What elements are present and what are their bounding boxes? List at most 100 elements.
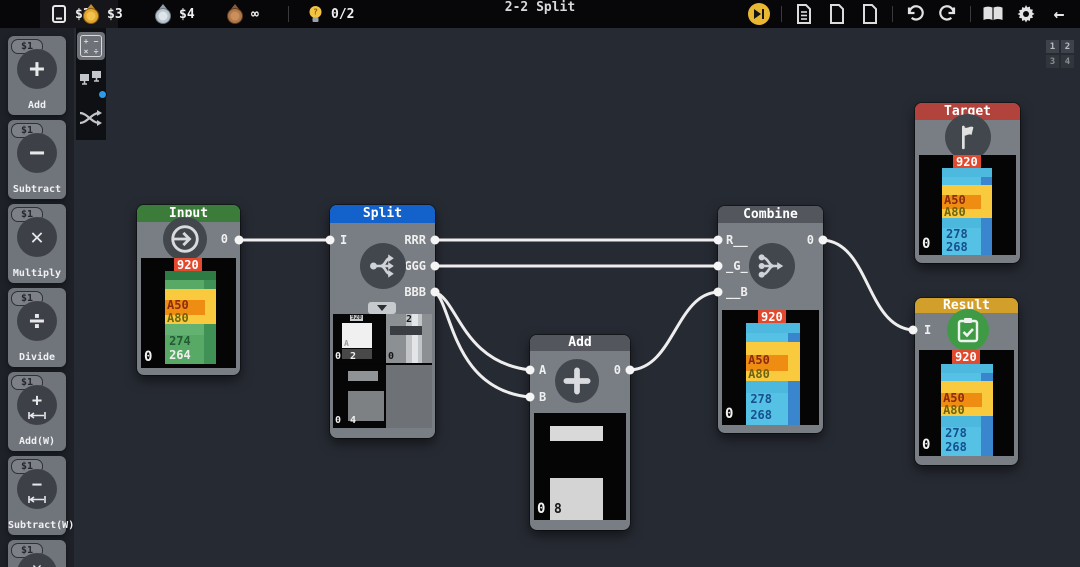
value-badge: 920 — [174, 258, 202, 272]
lightbulb-icon: ? — [304, 3, 326, 25]
topbar-actions: ← — [748, 0, 1070, 28]
node-preview: 920 A 0 2 2 0 0 4 — [333, 314, 432, 428]
minus-wide-icon: − — [17, 469, 57, 509]
node-result[interactable]: Result I 920 A50 A80 278 268 0 — [915, 298, 1018, 465]
image-preview: A50 A80 274 264 — [165, 271, 216, 364]
node-combine[interactable]: Combine R__ _G_ __B 0 920 A50 A80 278 26… — [718, 206, 823, 433]
test-case-4[interactable]: 4 — [1061, 55, 1074, 68]
silver-medal-value: $4 — [179, 6, 195, 22]
category-math-button[interactable]: +−×÷ — [77, 32, 105, 60]
divider — [892, 6, 893, 22]
split-branches-icon — [360, 243, 406, 289]
node-input[interactable]: Input 0 920 A50 A80 274 264 0 — [137, 205, 240, 375]
node-title: Combine — [718, 206, 823, 223]
palette-item-label: Divide — [18, 352, 56, 363]
palette-item-add-w[interactable]: $1 + Add(W) — [8, 372, 66, 451]
test-case-2[interactable]: 2 — [1061, 40, 1074, 53]
notification-dot — [98, 90, 107, 99]
palette-item-divide[interactable]: $1 ÷ Divide — [8, 288, 66, 367]
value-badge: 920 — [952, 350, 980, 364]
input-port-label[interactable]: A — [539, 363, 547, 377]
redo-icon[interactable] — [937, 3, 959, 25]
palette-category-bar: +−×÷ — [76, 28, 107, 140]
node-preview: 8 0 — [534, 413, 626, 520]
svg-text:?: ? — [313, 7, 318, 16]
palette-item-label: Subtract(W) — [8, 520, 75, 531]
node-preview: 920 A50 A80 278 268 0 — [722, 310, 819, 425]
palette-item-label: Add(W) — [18, 436, 56, 447]
undo-icon[interactable] — [904, 3, 926, 25]
node-target[interactable]: Target 920 A50 A80 278 268 0 — [915, 103, 1020, 263]
bronze-medal-icon — [224, 3, 246, 25]
plus-icon — [555, 359, 599, 403]
node-title: Split — [330, 205, 435, 223]
divider — [288, 6, 289, 22]
divide-icon: ÷ — [17, 301, 57, 341]
value-badge: 920 — [953, 155, 981, 169]
palette-item-label: Subtract — [12, 184, 62, 195]
silver-medal-group: $4 — [152, 0, 195, 28]
wire-bbb-to-add-a — [433, 290, 532, 372]
output-port-label[interactable]: RRR — [404, 233, 426, 247]
file-lines-button[interactable] — [793, 3, 815, 25]
node-split[interactable]: Split I RRR GGG BBB 920 A 0 2 2 — [330, 205, 435, 438]
test-case-3[interactable]: 3 — [1046, 55, 1059, 68]
preview-value: 8 — [554, 502, 562, 517]
shuffle-icon — [79, 110, 102, 126]
node-add[interactable]: Add A B 0 8 0 — [530, 335, 630, 530]
plus-icon: + — [17, 49, 57, 89]
input-port-label[interactable]: R__ — [726, 233, 748, 247]
output-port-label[interactable]: 0 — [220, 232, 228, 246]
multiply-wide-icon: ✕ — [17, 553, 57, 567]
gear-icon[interactable] — [1015, 3, 1037, 25]
level-title: 2-2 Split — [504, 0, 576, 15]
category-routing-button[interactable] — [77, 104, 105, 132]
device-icon — [48, 3, 70, 25]
channel-dropdown[interactable] — [368, 302, 396, 314]
monitors-icon — [80, 71, 101, 85]
image-preview: A50 A80 278 268 — [942, 168, 992, 255]
play-step-button[interactable] — [748, 3, 770, 25]
value-badge: 920 — [758, 310, 786, 324]
divider — [781, 6, 782, 22]
input-port-label[interactable]: __B — [726, 285, 748, 299]
back-arrow-icon[interactable]: ← — [1053, 3, 1065, 25]
input-port-label[interactable]: _G_ — [726, 259, 748, 273]
category-io-button[interactable] — [77, 66, 105, 94]
palette-item-multiply[interactable]: $1 ✕ Multiply — [8, 204, 66, 283]
input-port-label[interactable]: I — [340, 233, 348, 247]
file-blank-button[interactable] — [826, 3, 848, 25]
wire-combine-to-result — [821, 238, 915, 332]
palette-item-multiply-w[interactable]: $1 ✕ Multiply(W) — [8, 540, 66, 567]
minus-icon: − — [17, 133, 57, 173]
output-port-label[interactable]: 0 — [806, 233, 814, 247]
frame-index: 0 — [144, 349, 153, 365]
node-preview: 920 A50 A80 278 268 0 — [919, 155, 1016, 255]
output-port-label[interactable]: GGG — [404, 259, 426, 273]
clipboard-check-icon — [947, 309, 989, 351]
input-port-label[interactable]: B — [539, 390, 547, 404]
palette-item-add[interactable]: $1 + Add — [8, 36, 66, 115]
manual-book-icon[interactable] — [982, 3, 1004, 25]
test-case-1[interactable]: 1 — [1046, 40, 1059, 53]
channel-thumb-g: 2 0 — [386, 314, 432, 363]
palette-item-label: Multiply — [12, 268, 62, 279]
input-port-label[interactable]: I — [924, 323, 932, 337]
wire-bbb-to-add-b — [433, 290, 532, 399]
output-port-label[interactable]: BBB — [404, 285, 426, 299]
node-preview: 920 A50 A80 274 264 0 — [141, 258, 236, 368]
bronze-medal-group: ∞ — [224, 0, 259, 28]
gold-medal-group: $3 — [80, 0, 123, 28]
output-port-label[interactable]: 0 — [613, 363, 621, 377]
plus-wide-icon: + — [17, 385, 57, 425]
merge-arrows-icon — [749, 243, 795, 289]
frame-index: 0 — [922, 437, 931, 453]
frame-index: 0 — [537, 501, 546, 517]
channel-thumb-b: 0 4 — [333, 365, 384, 428]
gold-medal-value: $3 — [107, 6, 123, 22]
file-blank-button-2[interactable] — [859, 3, 881, 25]
palette-item-subtract[interactable]: $1 − Subtract — [8, 120, 66, 199]
palette-item-subtract-w[interactable]: $1 − Subtract(W) — [8, 456, 75, 535]
arrow-into-circle-icon — [163, 217, 207, 261]
